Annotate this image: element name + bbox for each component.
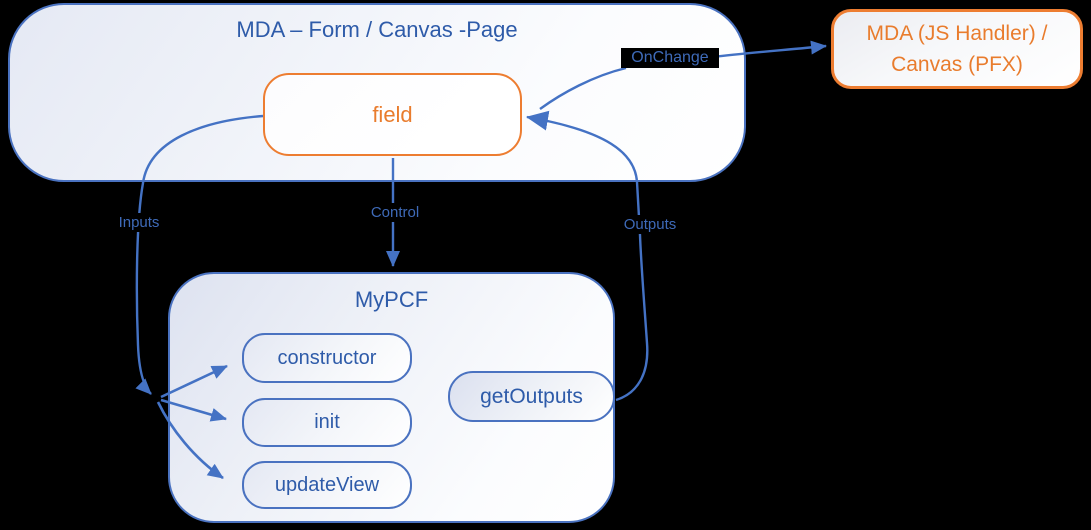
- label-control: Control: [356, 203, 434, 222]
- node-init: init: [242, 398, 412, 447]
- node-mda-form-canvas-page-title: MDA – Form / Canvas -Page: [236, 17, 518, 42]
- node-constructor: constructor: [242, 333, 412, 383]
- connector-to-init: [160, 398, 227, 422]
- label-onchange: OnChange: [621, 48, 719, 68]
- label-outputs: Outputs: [609, 215, 691, 234]
- connector-to-updateview: [156, 401, 224, 480]
- node-constructor-label: constructor: [277, 346, 377, 369]
- connector-onchange-curve: [539, 66, 627, 110]
- node-field-label: field: [372, 101, 413, 127]
- node-mda-js-handler-line2: Canvas (PFX): [891, 53, 1023, 76]
- node-updateview-label: updateView: [274, 473, 380, 496]
- connector-onchange-arrow: [712, 40, 827, 59]
- label-inputs: Inputs: [104, 213, 174, 232]
- node-updateview: updateView: [242, 461, 412, 509]
- connector-outputs: [526, 110, 649, 402]
- node-getoutputs: getOutputs: [448, 371, 615, 422]
- node-getoutputs-label: getOutputs: [480, 384, 583, 408]
- node-mda-js-handler: MDA (JS Handler) / Canvas (PFX): [831, 9, 1083, 89]
- node-mypcf-title: MyPCF: [354, 287, 429, 312]
- node-field: field: [263, 73, 522, 156]
- connector-to-constructor: [160, 364, 228, 399]
- node-mda-js-handler-line1: MDA (JS Handler) /: [866, 22, 1048, 45]
- node-init-label: init: [314, 411, 340, 433]
